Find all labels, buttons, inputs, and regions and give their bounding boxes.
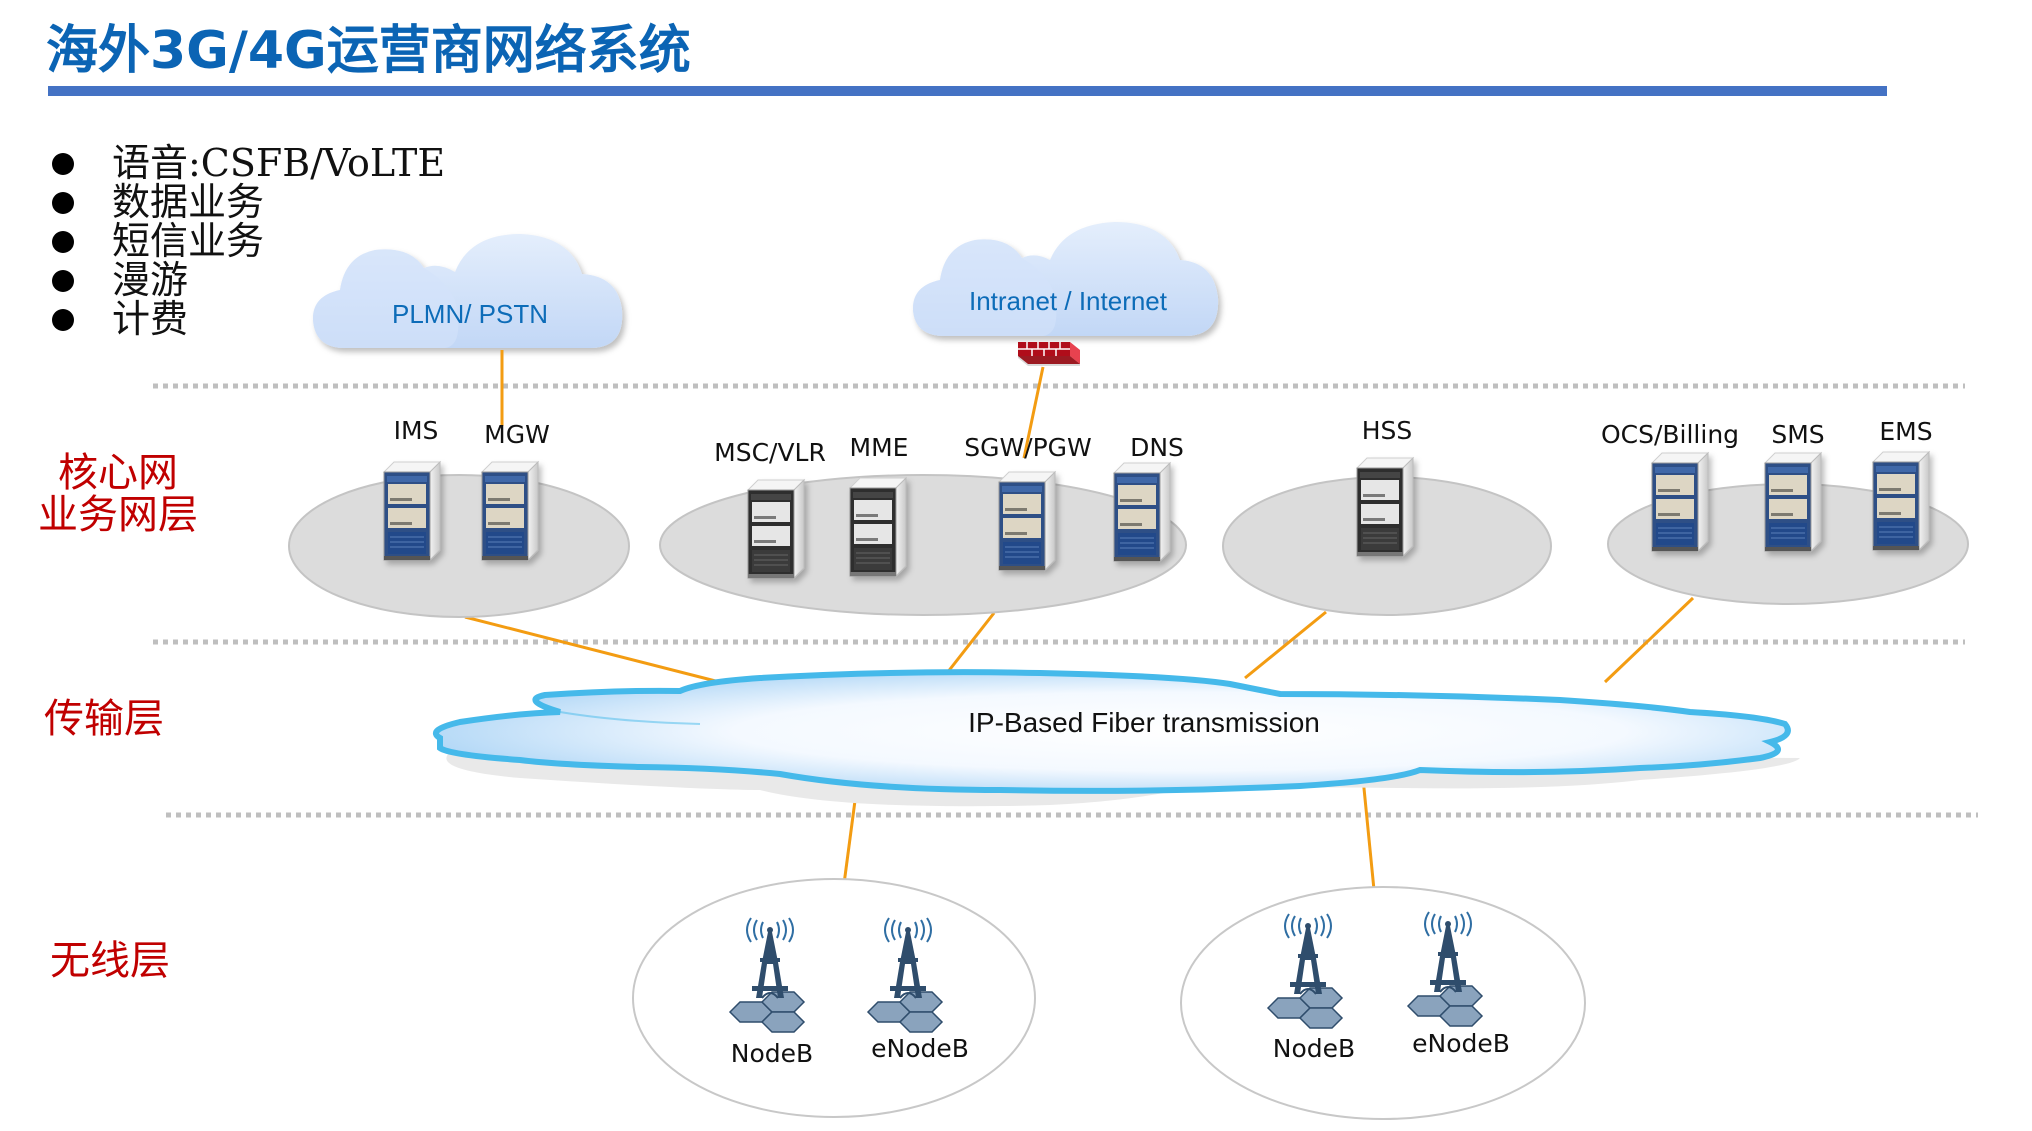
server-ocs-billing: OCS/Billing — [1601, 420, 1739, 552]
server-sms: SMS — [1764, 420, 1825, 552]
server-label: SGW/PGW — [964, 433, 1092, 462]
server-label: SMS — [1771, 420, 1824, 449]
cloud-icon — [912, 222, 1219, 336]
server-label: HSS — [1362, 416, 1413, 445]
bullet-dot-icon — [52, 269, 74, 292]
server-ems: EMS — [1872, 417, 1933, 551]
wireless-site-1 — [632, 878, 1036, 1118]
cloud-icon — [433, 669, 1791, 794]
base-station-label: eNodeB — [871, 1034, 969, 1063]
base-station-label: NodeB — [1273, 1034, 1355, 1063]
transport-layer-label: 传输层 — [44, 696, 164, 742]
server-rack-icon — [998, 471, 1056, 571]
enodeb-site2: eNodeB — [1407, 911, 1510, 1058]
base-station-label: NodeB — [731, 1039, 813, 1068]
link-lines — [464, 350, 1695, 901]
server-label: DNS — [1130, 433, 1184, 462]
base-station-label: eNodeB — [1412, 1029, 1510, 1058]
bullet-dot-icon — [52, 152, 74, 175]
server-mme: MME — [849, 433, 909, 577]
link-transport-to-site2 — [1360, 767, 1377, 901]
server-rack-icon — [849, 477, 907, 577]
server-rack-icon — [481, 461, 539, 561]
server-ims: IMS — [383, 416, 441, 561]
server-rack-icon — [747, 479, 805, 579]
cloud-icon — [312, 234, 623, 348]
server-sgw-pgw: SGW/PGW — [964, 433, 1092, 571]
bullet-text: 计费 — [112, 297, 189, 341]
firewall-icon — [1018, 342, 1080, 366]
wireless-site-2 — [1180, 886, 1586, 1120]
transport-cloud: IP-Based Fiber transmission — [433, 669, 1800, 807]
bullet-item: 语音:CSFB/VoLTE — [48, 144, 445, 183]
plmn-pstn-cloud: PLMN/ PSTN — [312, 234, 623, 348]
bullet-text: 数据业务 — [112, 180, 265, 224]
server-label: EMS — [1879, 417, 1932, 446]
bullet-text: 语音:CSFB/VoLTE — [112, 141, 446, 185]
core-domain-packet-core — [659, 474, 1187, 616]
wireless-layer-label: 无线层 — [50, 938, 170, 984]
nodeb-site1: NodeB — [729, 917, 813, 1068]
bullet-item: 数据业务 — [48, 183, 445, 222]
server-label: MGW — [484, 420, 550, 449]
bullet-dot-icon — [52, 308, 74, 331]
server-rack-icon — [1356, 457, 1414, 557]
bullet-dot-icon — [52, 230, 74, 253]
core-layer-label: 核心网 业务网层 — [28, 452, 208, 536]
link-ims-domain-to-transport — [464, 615, 744, 690]
nodeb-site2: NodeB — [1267, 913, 1355, 1063]
server-hss: HSS — [1356, 416, 1414, 557]
server-rack-icon — [383, 461, 441, 561]
server-label: IMS — [394, 416, 439, 445]
server-msc-vlr: MSC/VLR — [714, 438, 826, 579]
bullet-text: 短信业务 — [112, 219, 265, 263]
server-label: MSC/VLR — [714, 438, 826, 467]
server-label: MME — [850, 433, 909, 462]
page-title: 海外3G/4G运营商网络系统 — [46, 21, 691, 81]
link-hss-domain-to-transport — [1244, 610, 1327, 680]
server-rack-icon — [1764, 452, 1822, 552]
server-mgw: MGW — [481, 420, 550, 561]
transport-label: IP-Based Fiber transmission — [968, 707, 1320, 738]
server-rack-icon — [1651, 452, 1709, 552]
intranet-internet-label: Intranet / Internet — [969, 286, 1168, 316]
bullet-dot-icon — [52, 191, 74, 214]
bullet-item: 计费 — [48, 300, 445, 339]
title-underline-bar — [48, 86, 1887, 96]
plmn-pstn-label: PLMN/ PSTN — [392, 299, 548, 329]
bullet-text: 漫游 — [112, 258, 189, 302]
core-domain-ims — [288, 474, 630, 618]
link-oss-domain-to-transport — [1603, 596, 1695, 684]
intranet-internet-cloud: Intranet / Internet — [912, 222, 1219, 336]
bullet-item: 漫游 — [48, 261, 445, 300]
bullet-item: 短信业务 — [48, 222, 445, 261]
core-layer-label-line2: 业务网层 — [38, 492, 198, 538]
core-layer-label-line1: 核心网 — [58, 450, 178, 496]
server-rack-icon — [1113, 462, 1171, 562]
server-rack-icon — [1872, 451, 1930, 551]
server-dns: DNS — [1113, 433, 1184, 562]
server-label: OCS/Billing — [1601, 420, 1739, 449]
link-firewall-to-sgw-pgw — [1022, 366, 1045, 459]
enodeb-site1: eNodeB — [867, 917, 969, 1063]
feature-bullet-list: 语音:CSFB/VoLTE 数据业务 短信业务 漫游 计费 — [48, 144, 445, 339]
